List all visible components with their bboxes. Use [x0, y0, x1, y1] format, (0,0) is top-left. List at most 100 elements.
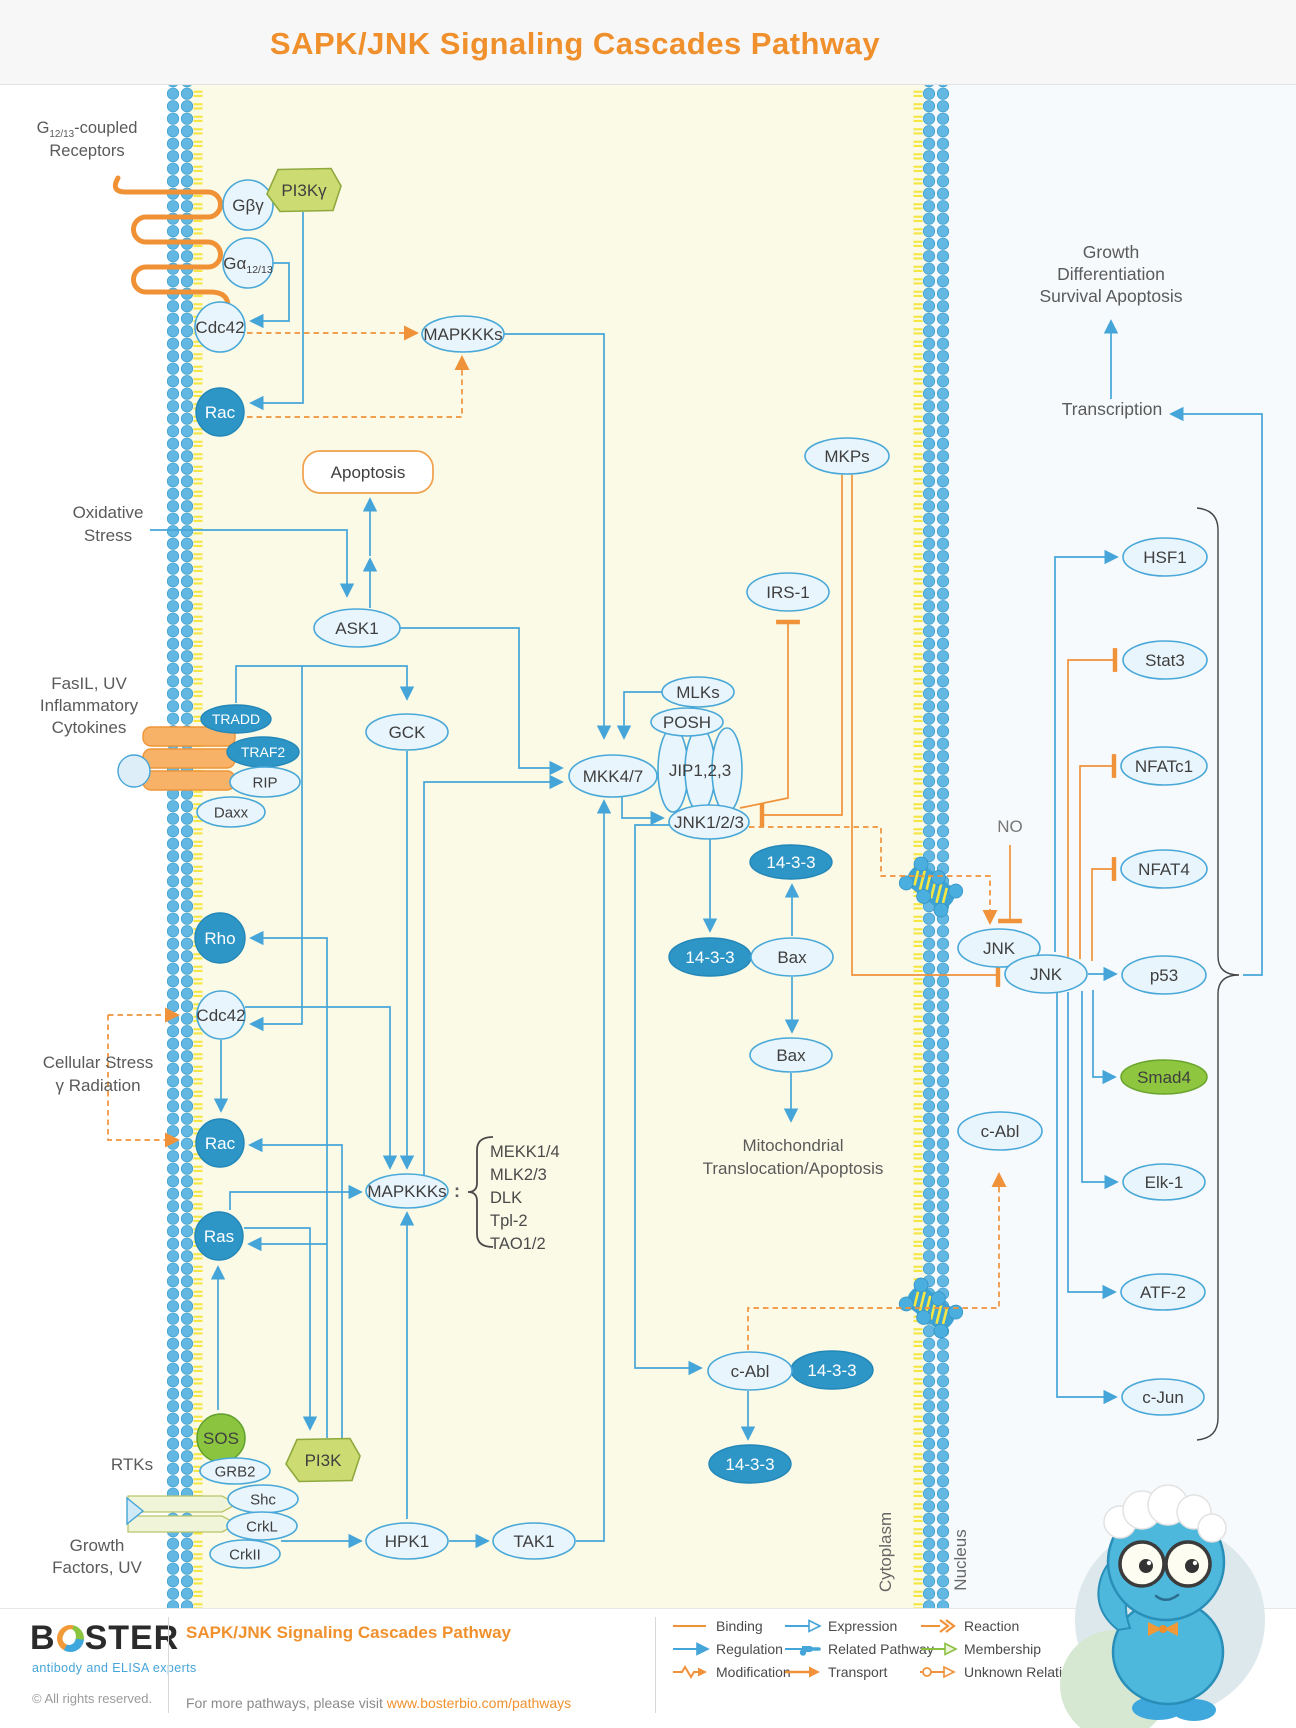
- legend-label-reaction: Reaction: [964, 1618, 1020, 1634]
- edge-targets-to-transcription: [1169, 406, 1263, 976]
- node-jnk-a: JNK: [957, 928, 1041, 968]
- node-irs1: IRS-1: [746, 572, 830, 612]
- node-grb2: GRB2: [199, 1457, 271, 1485]
- edge-jnk-inhibits-stat3: [1067, 648, 1118, 957]
- oxidative-stress-label-line0: Oxidative: [73, 503, 144, 522]
- nuclear-pore: [898, 1277, 964, 1339]
- node-rip: RIP: [229, 766, 301, 798]
- node-label-sos: SOS: [203, 1429, 239, 1448]
- node-label-rac-bottom: Rac: [205, 1134, 236, 1153]
- rtks-label-line0: RTKs: [111, 1455, 153, 1474]
- node-apoptosis: Apoptosis: [302, 450, 434, 494]
- pathways-link[interactable]: www.bosterbio.com/pathways: [386, 1695, 572, 1711]
- legend-item-related: Related Pathway: [782, 1640, 934, 1658]
- edge-tradd-to-cdc42b: [249, 666, 303, 1032]
- node-jnk-b: JNK: [1004, 954, 1088, 994]
- node-sos: SOS: [196, 1413, 246, 1463]
- edge-jnk-to-cjun: [1056, 992, 1118, 1405]
- node-hpk1: HPK1: [365, 1522, 449, 1560]
- edge-jnk-to-hsf1: [1054, 549, 1119, 952]
- node-label-smad4: Smad4: [1137, 1068, 1191, 1087]
- node-label-hpk1: HPK1: [385, 1532, 429, 1551]
- nodes: GβγPI3KγGα12/13Cdc42RacMAPKKKsApoptosisA…: [194, 167, 1208, 1569]
- node-1433-b: 14-3-3: [708, 1444, 792, 1484]
- node-label-apoptosis: Apoptosis: [331, 463, 406, 482]
- node-gck: GCK: [365, 713, 449, 751]
- node-rho: Rho: [194, 912, 246, 964]
- mito-label-line0: Mitochondrial: [742, 1136, 843, 1155]
- edge-ga1213-to-cdc42: [249, 262, 290, 329]
- edge-jnk-inhibits-nfat4: [1091, 857, 1117, 961]
- node-jnk123: JNK1/2/3: [668, 804, 750, 840]
- node-atf2: ATF-2: [1120, 1273, 1206, 1311]
- edge-cdc42b-to-mapkkkb: [245, 1006, 398, 1170]
- node-label-tak1: TAK1: [513, 1532, 554, 1551]
- node-label-gbg: Gβγ: [232, 196, 264, 215]
- node-label-stat3: Stat3: [1145, 651, 1185, 670]
- node-daxx: Daxx: [196, 796, 266, 828]
- node-label-1433-a: 14-3-3: [685, 948, 734, 967]
- legend-item-regulation: Regulation: [670, 1640, 783, 1658]
- cytoplasm-label-line0: Cytoplasm: [876, 1512, 895, 1592]
- node-label-bax-a: Bax: [777, 948, 807, 967]
- node-label-1433-c: 14-3-3: [807, 1361, 856, 1380]
- edge-ask1-to-mkk47: [400, 627, 564, 776]
- node-label-mapkkk-bottom: MAPKKKs: [367, 1182, 446, 1201]
- edge-oxstress-to-ask1: [150, 529, 355, 598]
- node-bax-a: Bax: [750, 937, 834, 977]
- edge-mapkkkt-to-mkk47: [504, 333, 612, 740]
- edge-ras-to-pi3k: [244, 1227, 318, 1431]
- node-label-mapkkk-top: MAPKKKs: [423, 325, 502, 344]
- edge-pi3kg-to-rac: [249, 212, 304, 411]
- legend-item-binding: Binding: [670, 1617, 763, 1635]
- receptors: [112, 175, 239, 1533]
- ligand-icon: [117, 754, 151, 788]
- legend-item-expression: Expression: [782, 1617, 897, 1635]
- legend-label-related: Related Pathway: [828, 1641, 934, 1657]
- transcription-factors-brace: [1196, 507, 1240, 1441]
- footer-divider-1: [168, 1617, 169, 1713]
- node-cjun: c-Jun: [1121, 1378, 1205, 1416]
- node-label-p53: p53: [1150, 966, 1178, 985]
- node-mlks: MLKs: [661, 676, 735, 708]
- edge-mkk47-to-jnk123: [621, 796, 665, 826]
- node-cabl-nuc: c-Abl: [957, 1111, 1043, 1151]
- node-label-jnk-b: JNK: [1030, 965, 1063, 984]
- legend-item-reaction: Reaction: [918, 1617, 1019, 1635]
- node-pi3k: PI3K: [285, 1437, 361, 1483]
- legend-label-binding: Binding: [716, 1618, 763, 1634]
- node-label-cdc42-top: Cdc42: [195, 318, 244, 337]
- edge-rac-to-mapkkk-mod: [247, 354, 470, 418]
- footer-visit: For more pathways, please visit www.bost…: [186, 1695, 571, 1711]
- brand-subtitle: antibody and ELISA experts: [32, 1661, 197, 1675]
- nucleus-label-line0: Nucleus: [951, 1529, 970, 1590]
- node-label-nfatc1: NFATc1: [1135, 757, 1193, 776]
- cellular-stress-label-line1: γ Radiation: [55, 1076, 140, 1095]
- expression-icon: [785, 1619, 822, 1633]
- node-label-jnk-a: JNK: [983, 939, 1016, 958]
- growth-outcome-label-line2: Survival Apoptosis: [1040, 286, 1183, 306]
- edge-jnk123-inhibits-irs1: [739, 619, 800, 809]
- node-label-traf2: TRAF2: [241, 744, 286, 760]
- edge-mapkkkb-to-mkk47: [423, 774, 564, 1180]
- footer-pathway-title: SAPK/JNK Signaling Cascades Pathway: [186, 1623, 511, 1642]
- oxidative-stress-label-line1: Stress: [84, 526, 132, 545]
- regulation-icon: [673, 1642, 710, 1656]
- node-jip123: JIP1,2,3: [657, 727, 743, 813]
- node-label-rip: RIP: [252, 774, 277, 791]
- no-label-line0: NO: [997, 817, 1023, 836]
- node-label-pi3k: PI3K: [305, 1451, 343, 1470]
- related-icon: [785, 1646, 821, 1656]
- edge-mkps-inhibits-jnk123: [759, 475, 843, 827]
- node-tradd: TRADD: [200, 704, 272, 734]
- node-ask1: ASK1: [313, 608, 401, 648]
- legend-label-membership: Membership: [964, 1641, 1042, 1657]
- mapkkk-members-bracket: [467, 1136, 494, 1248]
